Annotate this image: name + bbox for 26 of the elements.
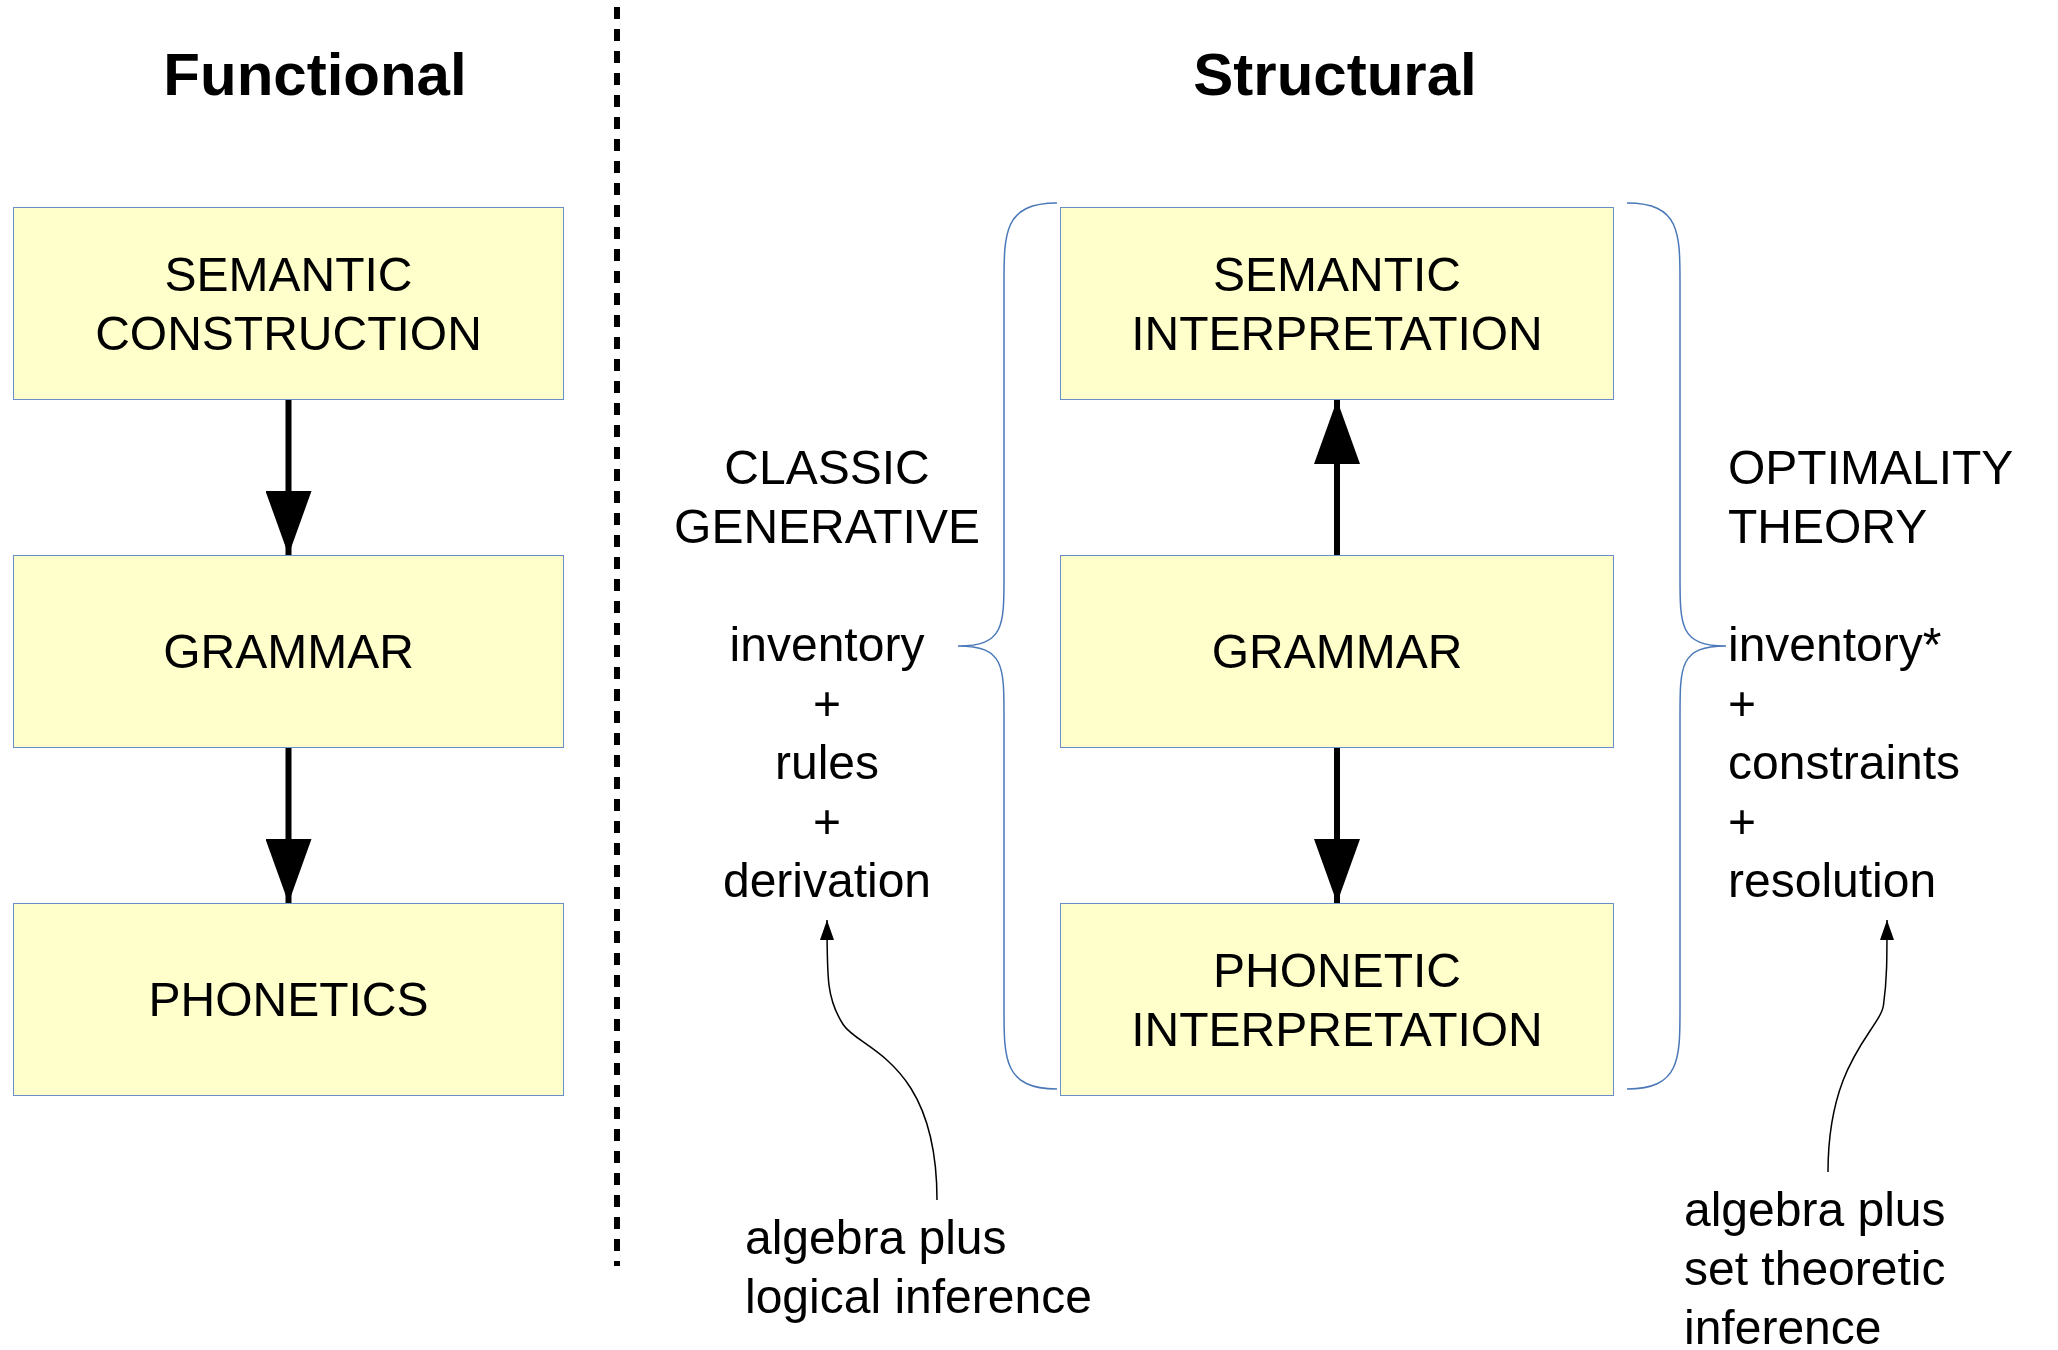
box-label: SEMANTIC INTERPRETATION [1130,246,1544,362]
heading-text: OPTIMALITY THEORY [1728,440,2014,555]
arrow [1314,400,1360,555]
box-label: GRAMMAR [1211,624,1463,680]
note-text: algebra plus set theoretic inference [1684,1182,1947,1350]
process-box [1060,207,1614,400]
note-text: inventory + rules + derivation [721,617,933,909]
note-text: algebra plus logical inference [745,1210,1093,1325]
leader-line [820,919,938,1201]
process-box [13,207,564,400]
process-box [1060,555,1614,748]
section-title: Functional [163,40,467,109]
process-box [13,555,564,748]
heading-text: CLASSIC GENERATIVE [673,440,981,555]
box-label: PHONETIC INTERPRETATION [1130,942,1544,1058]
arrow [265,748,312,903]
arrow [265,400,312,555]
box-label: PHONETICS [148,972,429,1028]
box-label: SEMANTIC CONSTRUCTION [94,246,483,362]
section-title: Structural [1193,40,1477,109]
note-text: inventory* + constraints + resolution [1728,617,1962,909]
leader-line [1827,919,1894,1173]
process-box [13,903,564,1096]
arrow [1314,748,1360,903]
process-box [1060,903,1614,1096]
box-label: GRAMMAR [163,624,414,680]
